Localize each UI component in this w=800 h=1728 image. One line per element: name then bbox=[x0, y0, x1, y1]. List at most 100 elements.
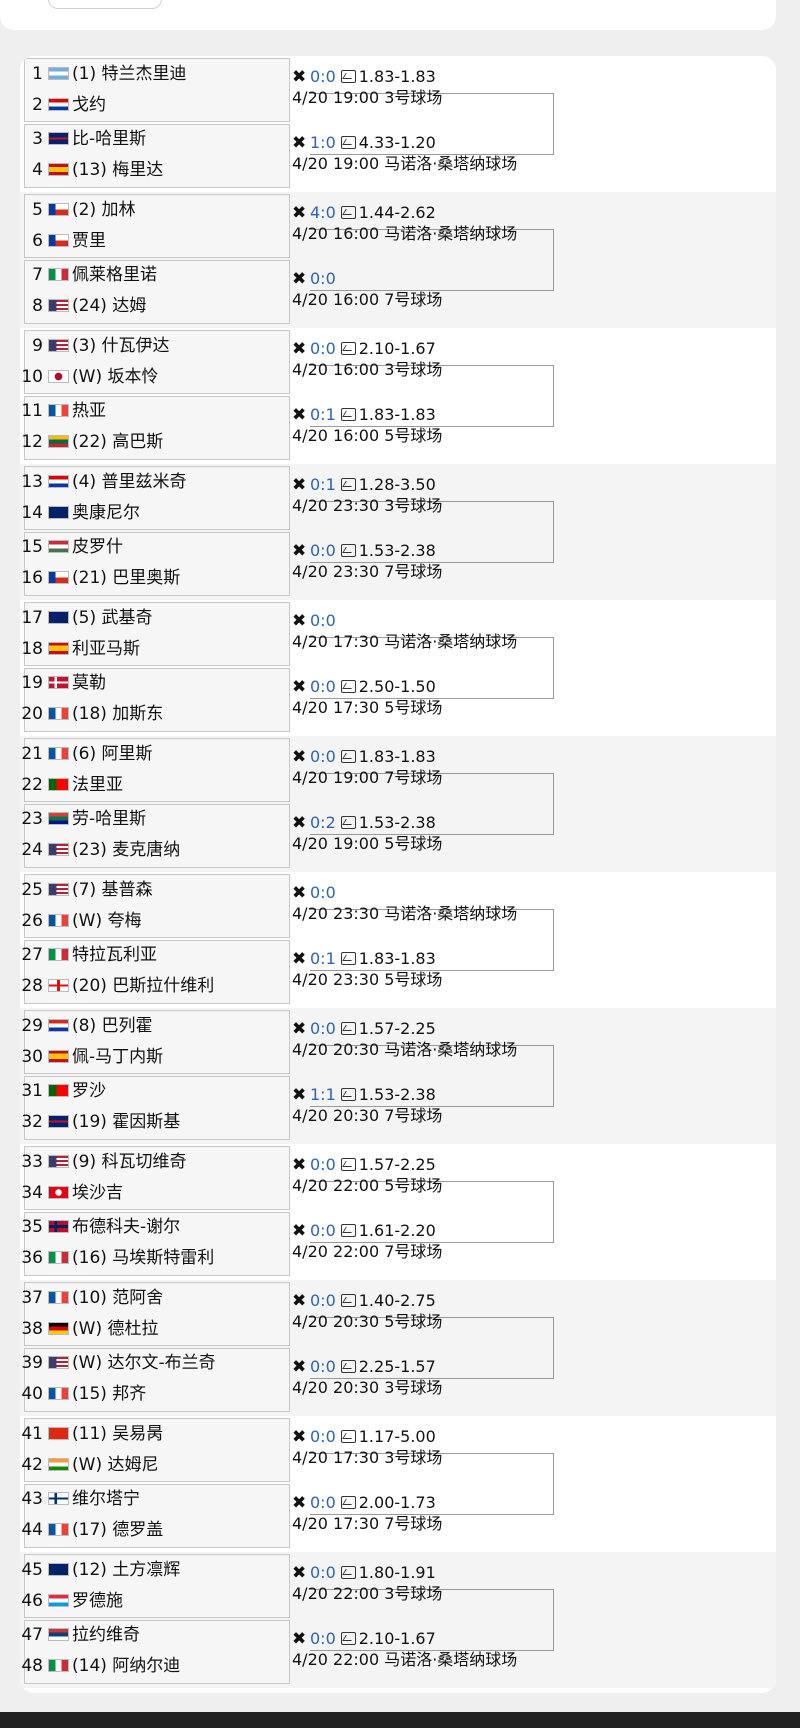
player-row[interactable]: 29(8) 巴列霍 bbox=[20, 1011, 320, 1041]
odds-chart-icon[interactable] bbox=[340, 952, 356, 965]
player-row[interactable]: 16(21) 巴里奥斯 bbox=[20, 563, 320, 593]
odds-chart-icon[interactable] bbox=[340, 206, 356, 219]
odds-chart-icon[interactable] bbox=[340, 1496, 356, 1509]
player-row[interactable]: 17(5) 武基奇 bbox=[20, 603, 320, 633]
player-row[interactable]: 48(14) 阿纳尔迪 bbox=[20, 1651, 320, 1681]
player-row[interactable]: 44(17) 德罗盖 bbox=[20, 1515, 320, 1545]
top-button[interactable] bbox=[48, 0, 162, 9]
tennis-icon: ✖ bbox=[292, 677, 307, 697]
odds-chart-icon[interactable] bbox=[340, 478, 356, 491]
player-row[interactable]: 28(20) 巴斯拉什维利 bbox=[20, 971, 320, 1001]
player-row[interactable]: 1(1) 特兰杰里迪 bbox=[20, 59, 320, 89]
player-row[interactable]: 37(10) 范阿舍 bbox=[20, 1283, 320, 1313]
player-row[interactable]: 8(24) 达姆 bbox=[20, 291, 320, 321]
odds-chart-icon[interactable] bbox=[340, 1430, 356, 1443]
player-row[interactable]: 24(23) 麦克唐纳 bbox=[20, 835, 320, 865]
odds-chart-icon[interactable] bbox=[340, 680, 356, 693]
player-row[interactable]: 20(18) 加斯东 bbox=[20, 699, 320, 729]
odds-chart-icon[interactable] bbox=[340, 136, 356, 149]
bracket-connector bbox=[310, 1045, 554, 1107]
player-row[interactable]: 9(3) 什瓦伊达 bbox=[20, 331, 320, 361]
player-row[interactable]: 13(4) 普里兹米奇 bbox=[20, 467, 320, 497]
player-row[interactable]: 39(W) 达尔文-布兰奇 bbox=[20, 1348, 320, 1378]
odds-chart-icon[interactable] bbox=[340, 408, 356, 421]
player-row[interactable]: 25(7) 基普森 bbox=[20, 875, 320, 905]
tennis-icon: ✖ bbox=[292, 1357, 307, 1377]
odds-chart-icon[interactable] bbox=[340, 544, 356, 557]
player-row[interactable]: 10(W) 坂本怜 bbox=[20, 362, 320, 392]
odds-chart-icon[interactable] bbox=[340, 750, 356, 763]
player-row[interactable]: 41(11) 吴易昺 bbox=[20, 1419, 320, 1449]
odds-chart-icon[interactable] bbox=[340, 1566, 356, 1579]
player-row[interactable]: 42(W) 达姆尼 bbox=[20, 1450, 320, 1480]
player-row[interactable]: 4(13) 梅里达 bbox=[20, 155, 320, 185]
player-row[interactable]: 12(22) 高巴斯 bbox=[20, 427, 320, 457]
odds-chart-icon[interactable] bbox=[340, 1088, 356, 1101]
player-row[interactable]: 45(12) 土方凛辉 bbox=[20, 1555, 320, 1585]
odds-chart-icon[interactable] bbox=[340, 1360, 356, 1373]
odds-chart-icon[interactable] bbox=[340, 816, 356, 829]
player-number: 27 bbox=[21, 945, 43, 965]
player-row[interactable]: 5(2) 加林 bbox=[20, 195, 320, 225]
player-row[interactable]: 40(15) 邦齐 bbox=[20, 1379, 320, 1409]
player-row[interactable]: 26(W) 夸梅 bbox=[20, 906, 320, 936]
odds-chart-icon[interactable] bbox=[340, 1632, 356, 1645]
player-row[interactable]: 36(16) 马埃斯特雷利 bbox=[20, 1243, 320, 1273]
player-row[interactable]: 21(6) 阿里斯 bbox=[20, 739, 320, 769]
odds-chart-icon[interactable] bbox=[340, 1022, 356, 1035]
odds-chart-icon[interactable] bbox=[340, 70, 356, 83]
player-row[interactable]: 33(9) 科瓦切维奇 bbox=[20, 1147, 320, 1177]
player-row[interactable]: 38(W) 德杜拉 bbox=[20, 1314, 320, 1344]
odds-chart-icon[interactable] bbox=[340, 1158, 356, 1171]
odds-chart-icon[interactable] bbox=[340, 1294, 356, 1307]
odds-chart-icon[interactable] bbox=[340, 1224, 356, 1237]
player-row[interactable]: 32(19) 霍因斯基 bbox=[20, 1107, 320, 1137]
flag-icon bbox=[48, 914, 69, 927]
odds-chart-icon[interactable] bbox=[340, 342, 356, 355]
